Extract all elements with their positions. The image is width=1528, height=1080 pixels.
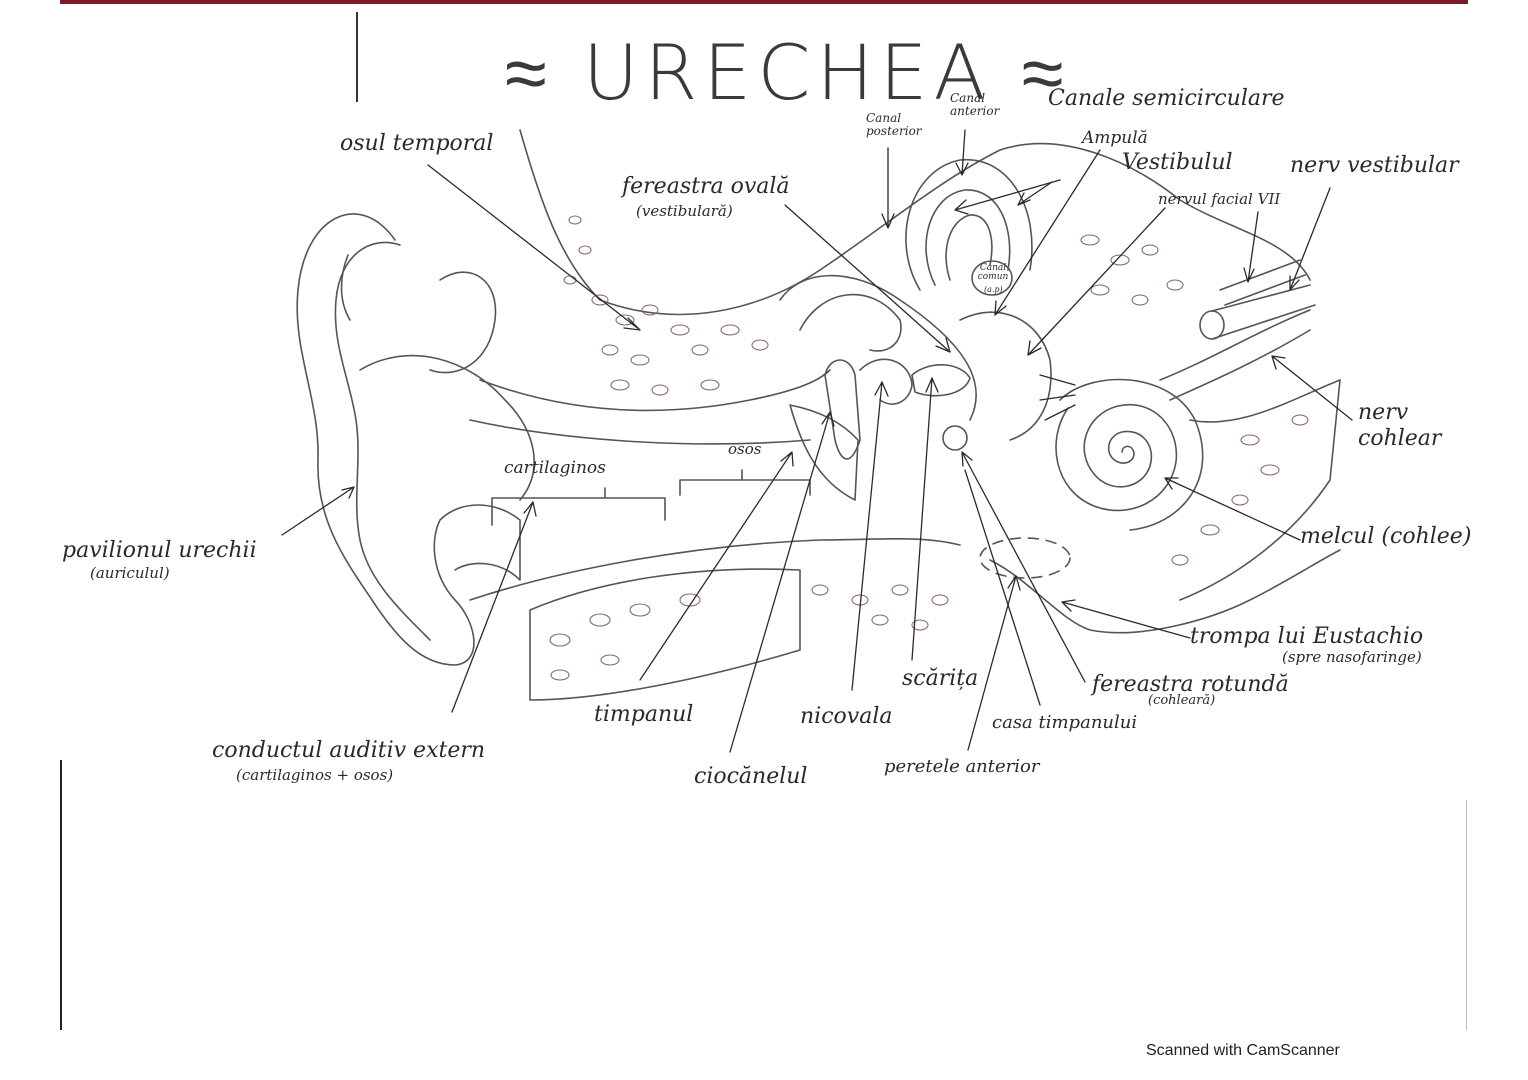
bone-texture [549, 215, 1309, 681]
cochlear-nerve-fibers [1159, 309, 1311, 401]
incus [859, 358, 913, 405]
label-canal-comun-sub: (a.p) [984, 285, 1003, 294]
eustachian-tube-dashed [979, 537, 1071, 579]
temporal-bone-lower [479, 369, 831, 412]
label-trompa-sub: (spre nasofaringe) [1282, 648, 1422, 666]
ear-canal-top [469, 419, 811, 445]
right-page-edge [1466, 800, 1467, 1030]
page-title: ≈ URECHEA ≈ [505, 28, 1070, 117]
semicircular-canal-outer [905, 159, 1033, 291]
label-nervul-facial: nervul facial VII [1158, 190, 1281, 208]
vestibular-nerve [1219, 259, 1306, 306]
top-border [60, 0, 1468, 4]
vestibule-body [959, 311, 1052, 441]
auricle-tragus [340, 254, 351, 321]
label-ciocanelul: ciocănelul [694, 764, 808, 789]
cochlea-bone-right [1179, 379, 1341, 601]
auricle-concha [359, 354, 535, 501]
label-canale-semicirculare: Canale semicirculare [1048, 86, 1285, 111]
middle-ear-cavity [779, 274, 977, 421]
leader-lines [281, 129, 1353, 753]
cochlea-spiral [1055, 403, 1178, 512]
temporal-bone-upper [519, 129, 1311, 316]
eustachian-tube [989, 549, 1341, 634]
label-vestibulul: Vestibulul [1122, 150, 1233, 175]
cochlea-outline [1059, 378, 1204, 531]
label-scarita: scărița [902, 666, 979, 691]
semicircular-canal-mid [925, 189, 1011, 286]
label-melcul: melcul (cohlee) [1300, 524, 1472, 549]
label-pavilionul: pavilionul urechii [62, 538, 257, 563]
label-canal-comun: Canal comun [977, 263, 1009, 282]
label-ampula: Ampulă [1082, 128, 1148, 148]
malleus-head [799, 293, 902, 352]
label-conductul-auditiv: conductul auditiv extern [212, 738, 486, 763]
label-osul-temporal: osul temporal [340, 131, 494, 156]
label-pavilionul-sub: (auriculul) [90, 564, 170, 582]
label-fereastra-ovala: fereastra ovală [622, 174, 790, 199]
auricle-helix [334, 241, 431, 641]
auricle-outline [296, 213, 521, 666]
label-trompa: trompa lui Eustachio [1190, 624, 1424, 649]
label-fereastra-ovala-sub: (vestibulară) [636, 202, 733, 220]
label-fereastra-rotunda-sub: (cohleară) [1148, 693, 1216, 708]
tympanic-membrane [789, 404, 859, 501]
label-nicovala: nicovala [800, 704, 893, 729]
bone-lower-block [529, 568, 801, 701]
label-nerv-cohlear-2: cohlear [1358, 426, 1442, 451]
bracket-cartilaginos [491, 487, 666, 526]
round-window [942, 425, 968, 451]
label-peretele-anterior: peretele anterior [884, 756, 1040, 777]
stapes [911, 364, 971, 397]
ear-canal-bottom [469, 537, 961, 601]
label-osos: osos [728, 440, 762, 458]
margin-line [356, 12, 358, 102]
label-nerv-vestibular: nerv vestibular [1290, 153, 1459, 178]
auricle-inner-fold [429, 271, 497, 374]
label-casa-timpanului: casa timpanului [992, 712, 1138, 733]
facial-nerve-end [1199, 310, 1225, 340]
scanner-watermark: Scanned with CamScanner [1146, 1042, 1340, 1059]
label-fereastra-rotunda: fereastra rotundă [1092, 672, 1289, 697]
label-canal-anterior: Canal anterior [950, 91, 1000, 118]
label-nerv-cohlear-1: nerv [1358, 400, 1409, 425]
label-timpanul: timpanul [594, 702, 694, 727]
semicircular-canal-inner [945, 214, 993, 281]
malleus [824, 359, 861, 460]
common-crus-ellipse [971, 260, 1013, 296]
label-canal-posterior: Canal posterior [866, 111, 922, 138]
left-page-edge [60, 760, 62, 1030]
facial-nerve [1211, 284, 1316, 340]
label-conductul-sub: (cartilaginos + osos) [236, 766, 394, 784]
bracket-osos [679, 469, 811, 496]
label-cartilaginos: cartilaginos [504, 458, 606, 478]
